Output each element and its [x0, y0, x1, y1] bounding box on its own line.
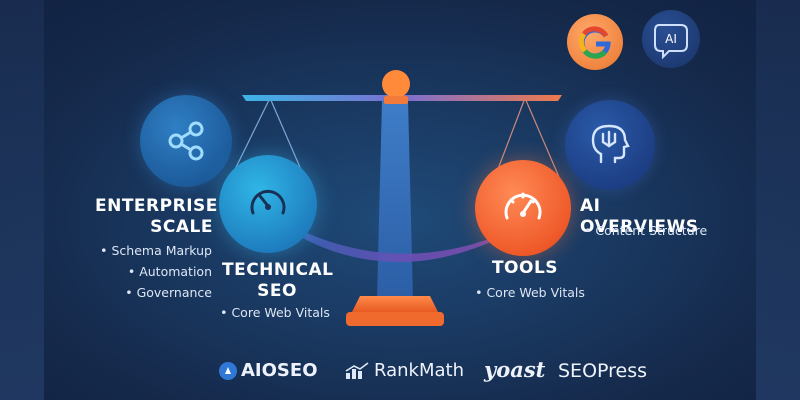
scale-post	[377, 100, 413, 300]
ai-overviews-heading: AI OVERVIEWS	[580, 196, 699, 237]
ai-chat-icon: AI	[654, 24, 688, 60]
enterprise-heading: ENTERPRISE SCALE	[95, 196, 218, 238]
tools-bullet: • Core Web Vitals	[475, 285, 585, 300]
scale-base	[346, 312, 444, 326]
enterprise-title-2: SCALE	[150, 217, 213, 237]
enterprise-bullet: • Schema Markup	[100, 243, 212, 258]
rankmath-logo: RankMath	[344, 360, 464, 381]
aioseo-logo: AIOSEO	[219, 360, 318, 381]
google-icon	[578, 26, 611, 59]
technical-bullet: • Core Web Vitals	[220, 305, 330, 320]
ai-overviews-bullets: • Content Structure	[584, 220, 724, 241]
scale-knob	[382, 70, 410, 98]
scale-bowl	[255, 205, 550, 262]
tools-heading: TOOLS	[491, 258, 559, 278]
technical-title-2: SEO	[257, 281, 297, 301]
scale-knob-base	[384, 96, 408, 104]
technical-circle	[219, 155, 317, 253]
enterprise-circle	[140, 95, 232, 187]
seopress-logo: SEOPress	[558, 360, 648, 382]
tools-bullets: • Core Web Vitals	[470, 282, 590, 303]
ai-head-icon	[591, 124, 630, 164]
ai-badge: AI	[642, 10, 700, 68]
enterprise-bullet: • Automation	[127, 264, 212, 279]
ai-badge-label: AI	[665, 32, 677, 46]
share-icon	[168, 121, 204, 161]
plugin-logos: AIOSEO RankMath yoast SEOPress	[0, 352, 800, 392]
left-edge-strip	[0, 0, 44, 400]
speedometer-icon	[504, 192, 542, 220]
technical-title-1: TECHNICAL	[222, 260, 334, 280]
technical-heading: TECHNICAL SEO	[222, 260, 334, 302]
ai-circle	[565, 100, 655, 190]
aioseo-mark-icon	[219, 361, 237, 380]
google-badge	[567, 14, 623, 70]
rankmath-mark-icon	[345, 361, 369, 379]
technical-bullets: • Core Web Vitals	[205, 302, 345, 323]
scale-base-top	[352, 296, 438, 312]
enterprise-title-1: ENTERPRISE	[95, 196, 218, 216]
aioseo-text: AIOSEO	[241, 360, 318, 381]
right-edge-strip	[756, 0, 800, 400]
enterprise-bullets: • Schema Markup • Automation • Governanc…	[82, 240, 212, 303]
yoast-logo: yoast	[484, 357, 546, 382]
ai-overviews-bullet: • Content Structure	[584, 223, 708, 238]
enterprise-bullet: • Governance	[125, 285, 212, 300]
tools-circle	[475, 160, 571, 256]
rankmath-text: RankMath	[374, 360, 464, 381]
gauge-icon	[250, 190, 286, 215]
